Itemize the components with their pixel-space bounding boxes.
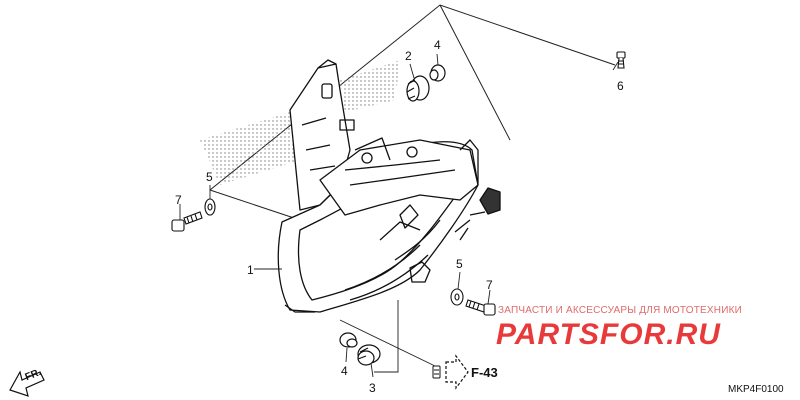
clip-part	[432, 365, 441, 379]
reference-arrow	[445, 354, 469, 390]
callout-7-left: 7	[175, 193, 182, 207]
screw-part-6	[616, 51, 626, 69]
callout-4-upper: 4	[434, 38, 441, 52]
leader-lines	[179, 53, 619, 378]
grommet-part-3	[357, 344, 381, 366]
collar-part-4-lower	[339, 332, 358, 348]
washer-part-5-left	[204, 198, 216, 216]
grommet-part-2	[406, 75, 430, 102]
watermark-tagline: ЗАПЧАСТИ И АКСЕССУАРЫ ДЛЯ МОТОТЕХНИКИ	[498, 305, 743, 316]
collar-part-4-upper	[429, 64, 446, 82]
washer-part-5-right	[450, 288, 464, 306]
callout-5-right: 5	[456, 257, 463, 271]
watermark-brand: PARTSFOR.RU	[496, 318, 721, 351]
callout-7-right: 7	[486, 278, 493, 292]
reference-label: F-43	[471, 365, 498, 380]
mounting-plate-shading	[200, 60, 400, 185]
front-direction-arrow	[9, 370, 45, 397]
callout-3: 3	[369, 381, 376, 395]
headlight-assembly	[277, 59, 501, 313]
diagram-code: MKP4F0100	[728, 384, 784, 395]
bolt-part-7-left	[171, 211, 203, 232]
callout-4-lower: 4	[341, 364, 348, 378]
callout-6: 6	[617, 79, 624, 93]
callout-5-left: 5	[206, 170, 213, 184]
bolt-part-7-right	[465, 299, 496, 316]
callout-1: 1	[247, 263, 254, 277]
callout-2: 2	[405, 49, 412, 63]
